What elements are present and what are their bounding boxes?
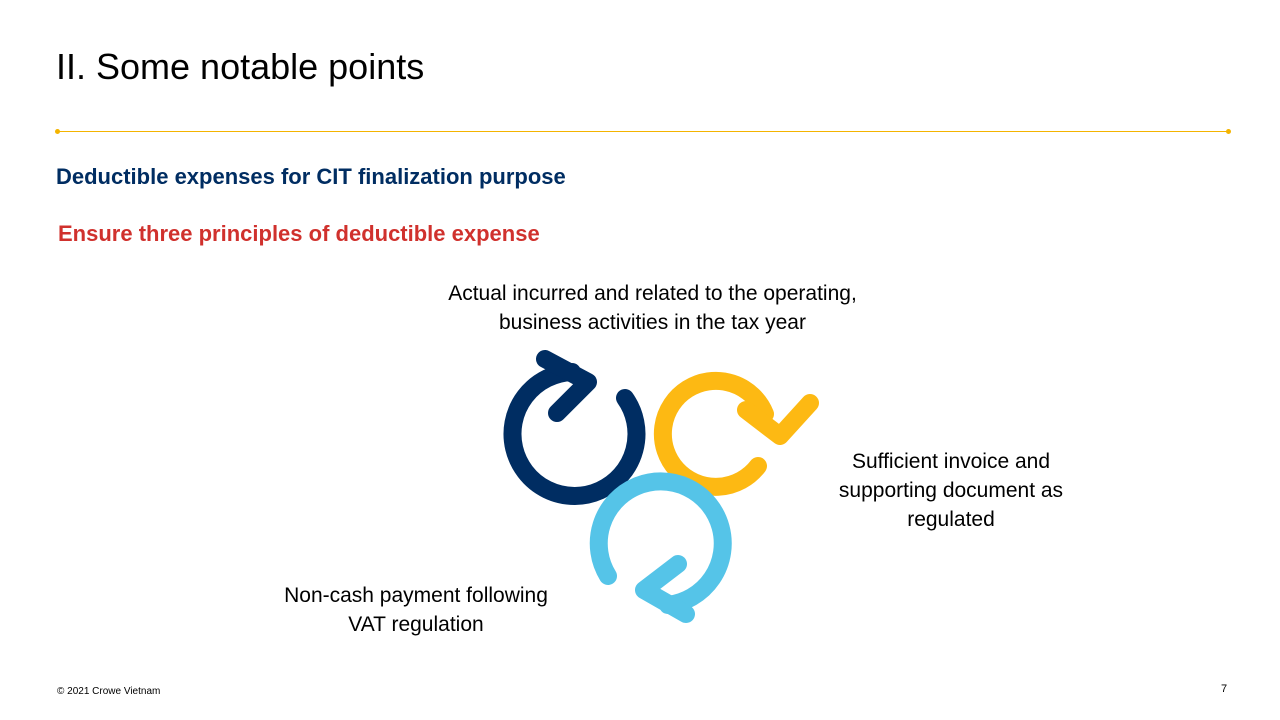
principle-1-line1: Actual incurred and related to the opera… [448,282,857,305]
copyright: © 2021 Crowe Vietnam [57,686,161,697]
divider [57,131,1228,132]
divider-dot-right [1226,129,1231,134]
section-heading: Ensure three principles of deductible ex… [58,221,540,246]
page-number: 7 [1221,683,1228,695]
subtitle: Deductible expenses for CIT finalization… [56,164,566,189]
principle-3-line1: Non-cash payment following [284,584,548,607]
principle-1-line2: business activities in the tax year [499,311,806,334]
divider-dot-left [55,129,60,134]
principle-2-line3: regulated [907,508,995,531]
principle-2-line1: Sufficient invoice and [851,450,1051,473]
principle-2: Sufficient invoice and supporting docume… [800,447,1102,534]
principle-3: Non-cash payment following VAT regulatio… [240,581,592,639]
principle-2-line2: supporting document as [838,479,1064,502]
yellow-cycle-arrow-icon [653,371,819,496]
lightblue-cycle-arrow-icon [589,472,732,623]
navy-cycle-arrow-icon [503,350,646,505]
principle-1: Actual incurred and related to the opera… [400,279,905,337]
principle-3-line2: VAT regulation [348,613,484,636]
slide-title: II. Some notable points [56,46,425,87]
